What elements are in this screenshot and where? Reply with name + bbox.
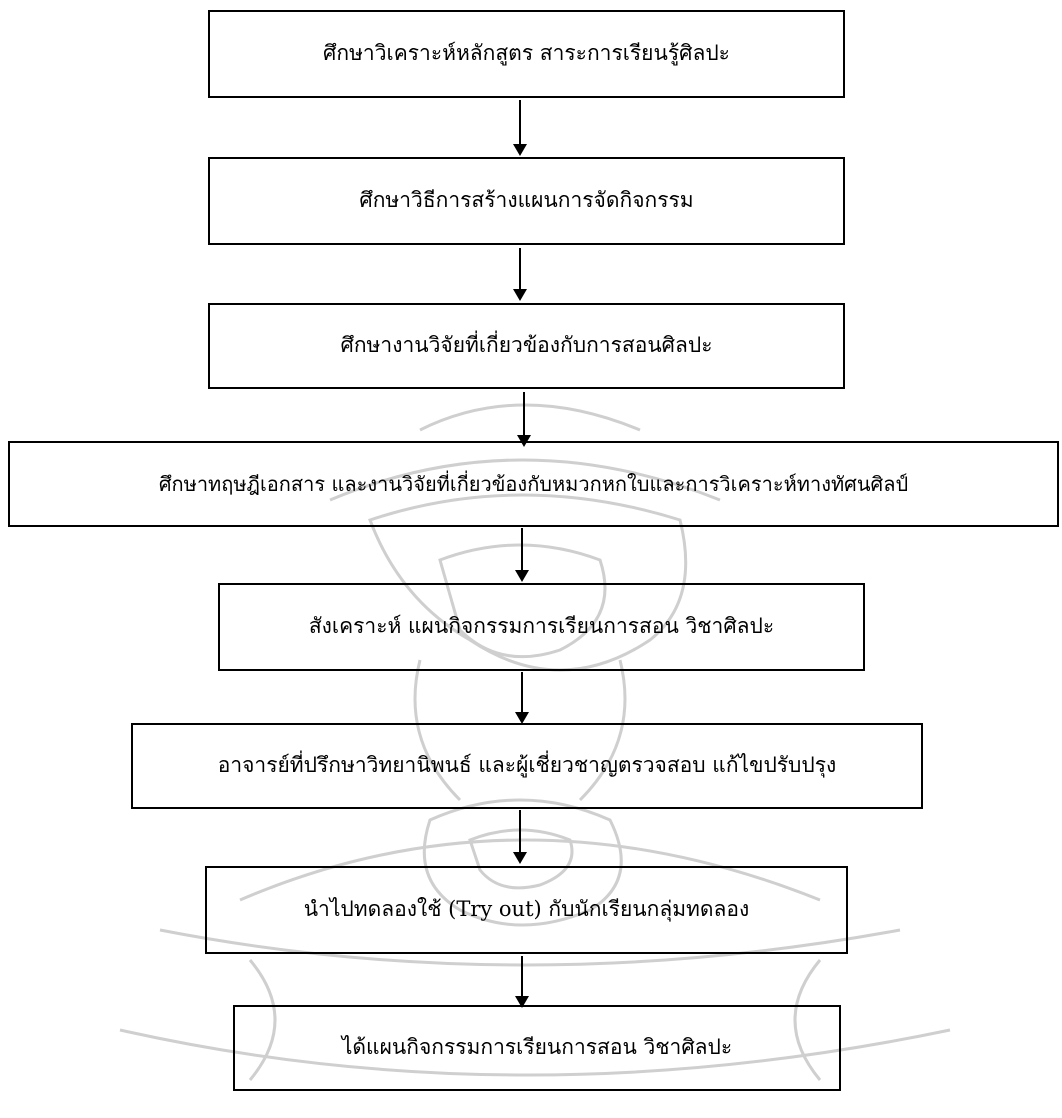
flow-step-5: สังเคราะห์ แผนกิจกรรมการเรียนการสอน วิชา… — [218, 583, 865, 671]
flow-step-2: ศึกษาวิธีการสร้างแผนการจัดกิจกรรม — [208, 157, 845, 245]
down-arrow-icon — [510, 810, 530, 864]
flow-step-8: ได้แผนกิจกรรมการเรียนการสอน วิชาศิลปะ — [233, 1005, 841, 1091]
down-arrow-icon — [510, 248, 530, 301]
flow-step-7: นำไปทดลองใช้ (Try out) กับนักเรียนกลุ่มท… — [205, 866, 848, 954]
down-arrow-icon — [512, 672, 532, 724]
flow-step-1: ศึกษาวิเคราะห์หลักสูตร สาระการเรียนรู้ศิ… — [208, 10, 845, 98]
down-arrow-icon — [512, 528, 532, 582]
down-arrow-icon — [512, 956, 532, 1008]
down-arrow-icon — [514, 392, 534, 447]
down-arrow-icon — [510, 100, 530, 156]
flow-step-4: ศึกษาทฤษฎีเอกสาร และงานวิจัยที่เกี่ยวข้อ… — [8, 441, 1059, 527]
flow-step-6: อาจารย์ที่ปรึกษาวิทยานิพนธ์ และผู้เชี่ยว… — [131, 723, 923, 809]
flow-step-3: ศึกษางานวิจัยที่เกี่ยวข้องกับการสอนศิลปะ — [208, 303, 845, 389]
